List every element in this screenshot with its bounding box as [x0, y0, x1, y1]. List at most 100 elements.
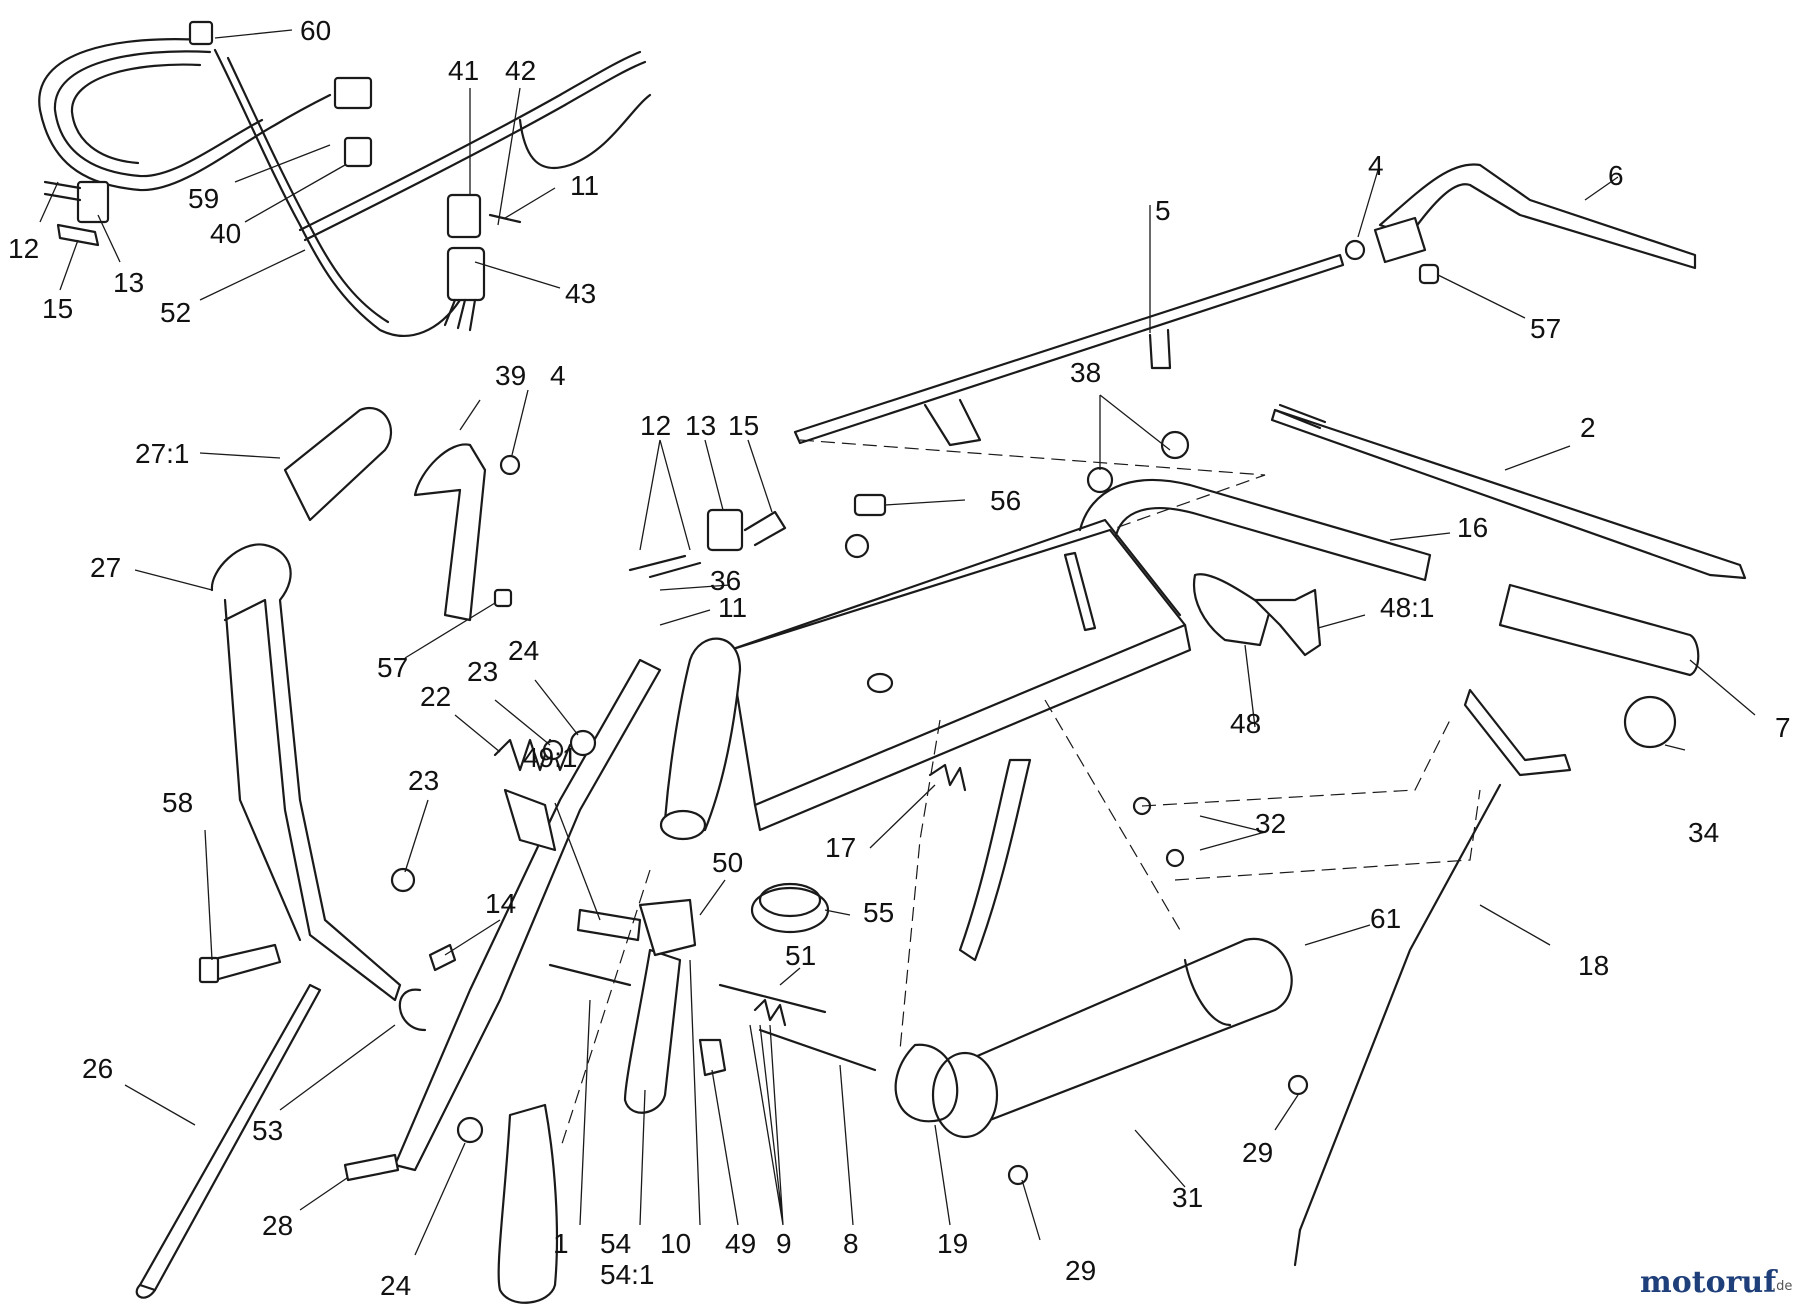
grip-7: [1498, 583, 1700, 677]
watermark-brand: motoruf: [1640, 1265, 1778, 1300]
washer-23-upper: [542, 739, 564, 761]
dash-line-1: [799, 439, 1266, 531]
ring-53: [398, 988, 427, 1032]
callout-27-1: 27:1: [135, 438, 190, 469]
harness-loop-mid: [70, 63, 202, 165]
main-frame-top: [728, 518, 1182, 652]
callouts: 60 41 42 11 59 40 12 13 15 52 43 5 4 6 5…: [8, 15, 1791, 1301]
harness-main-cable: [213, 48, 462, 337]
frame-slot: [1063, 551, 1097, 632]
callout-12-mid: 12: [640, 410, 671, 441]
callout-48-1: 48:1: [1380, 592, 1435, 623]
callout-52: 52: [160, 297, 191, 328]
callout-58: 58: [162, 787, 193, 818]
rod-26: [138, 983, 322, 1292]
callout-2: 2: [1580, 412, 1596, 443]
pedal-27-1: [283, 407, 393, 522]
callout-55: 55: [863, 897, 894, 928]
dash-line-6: [559, 869, 651, 1151]
nut-24-lower: [456, 1116, 484, 1144]
screw-11-top: [488, 213, 522, 224]
callout-23-upper: 23: [467, 656, 498, 687]
callout-53: 53: [252, 1115, 283, 1146]
callout-32: 32: [1255, 808, 1286, 839]
handle-bar-16: [1078, 478, 1432, 582]
callout-27: 27: [90, 552, 121, 583]
spring-17: [928, 763, 967, 792]
callout-15-top: 15: [42, 293, 73, 324]
knob-38a: [1160, 430, 1190, 460]
watermark: motoruf .de: [1640, 1265, 1792, 1300]
callout-49: 49: [725, 1228, 756, 1259]
rod-2: [1270, 408, 1747, 580]
callout-50: 50: [712, 847, 743, 878]
harness-right-cable: [298, 50, 642, 232]
washer-4-mid: [499, 454, 521, 476]
callout-5: 5: [1155, 195, 1171, 226]
callout-26: 26: [82, 1053, 113, 1084]
callout-39: 39: [495, 360, 526, 391]
callout-9: 9: [776, 1228, 792, 1259]
clamp-61: [1183, 958, 1232, 1027]
spring-9: [753, 998, 787, 1027]
leader-lines: [39, 29, 1756, 1256]
connector-43: [446, 246, 486, 302]
callout-29-right: 29: [1242, 1137, 1273, 1168]
screws-12-mid: [628, 554, 702, 579]
callout-7: 7: [1775, 712, 1791, 743]
nut-56: [844, 533, 870, 559]
callout-51: 51: [785, 940, 816, 971]
pulley-55-rim: [758, 882, 822, 918]
callout-10: 10: [660, 1228, 691, 1259]
callout-12-top: 12: [8, 233, 39, 264]
screw-29-right: [1287, 1074, 1309, 1096]
bracket-48: [1192, 573, 1272, 647]
handle-grip-bottom: [497, 1103, 559, 1304]
bracket-15-mid: [743, 510, 787, 547]
callout-60: 60: [300, 15, 331, 46]
watermark-brand-text: motoruf: [1640, 1265, 1778, 1300]
cable-18: [1298, 783, 1502, 1232]
switch-40: [343, 136, 373, 168]
nut-4-top: [1344, 239, 1366, 261]
callout-31: 31: [1172, 1182, 1203, 1213]
callout-24-upper: 24: [508, 635, 539, 666]
handle-parts-group: [793, 163, 1747, 677]
knob-34: [1623, 695, 1677, 749]
callout-59: 59: [188, 183, 219, 214]
callout-57-mid: 57: [377, 652, 408, 683]
rod-5-tab: [1148, 328, 1172, 370]
callout-24-lower: 24: [380, 1270, 411, 1301]
harness-branch: [518, 93, 652, 170]
screw-29-bottom: [1007, 1164, 1029, 1186]
bolt-28: [343, 1153, 400, 1182]
switch-41: [446, 193, 482, 239]
callout-4-top: 4: [1368, 150, 1384, 181]
shift-lever-54: [623, 948, 682, 1114]
main-frame-front: [753, 623, 1192, 832]
callout-23-lower: 23: [408, 765, 439, 796]
callout-19: 19: [937, 1228, 968, 1259]
bracket-49: [698, 1038, 727, 1077]
rod-5: [793, 253, 1345, 445]
dash-line-3: [1174, 789, 1481, 881]
callout-11-top: 11: [570, 170, 599, 201]
bracket-13-top: [76, 180, 110, 224]
callout-13-top: 13: [113, 267, 144, 298]
dash-line-5: [1044, 699, 1181, 931]
callout-13-mid: 13: [685, 410, 716, 441]
clamp-19: [894, 1043, 959, 1123]
relay-59: [333, 76, 373, 110]
wiring-harness-group: [38, 20, 652, 337]
bolt-8: [758, 1028, 877, 1072]
bushing-6: [1373, 216, 1427, 264]
assembly-lines: [559, 439, 1481, 1151]
callout-16: 16: [1457, 512, 1488, 543]
cap-56: [853, 493, 887, 517]
lever-39: [413, 443, 487, 622]
callout-17: 17: [825, 832, 856, 863]
dash-line-4: [899, 719, 941, 1051]
lever-6: [1378, 163, 1697, 270]
harness-main-cable-2: [226, 56, 390, 324]
